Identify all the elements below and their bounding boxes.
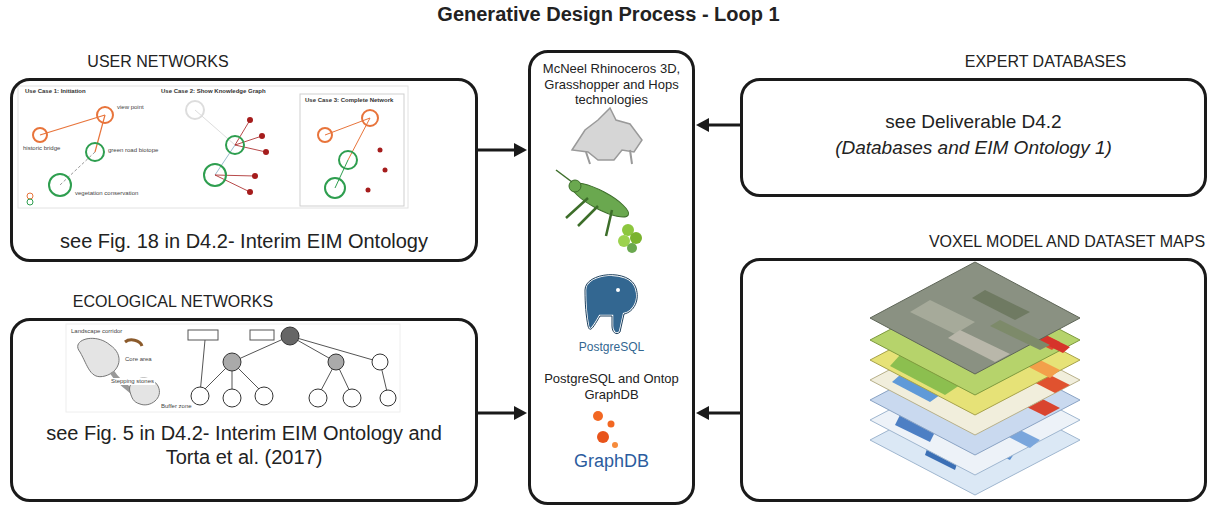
ecological-network-figure <box>66 324 400 412</box>
logo-text: GraphDB <box>537 451 686 473</box>
figure-label: Use Case 3: Complete Network <box>304 97 394 104</box>
rhino-icon <box>572 108 642 164</box>
figure-label: Core area <box>124 356 153 363</box>
figure-label: Use Case 2: Show Knowledge Graph <box>160 88 267 95</box>
panel-note: see Deliverable D4.2 <box>747 111 1200 134</box>
technology-text: McNeel Rhinoceros 3D, Grasshopper and Ho… <box>537 61 686 108</box>
flow-arrow <box>478 143 527 157</box>
user-network-figure <box>18 86 408 208</box>
figure-label: view point <box>116 104 145 111</box>
postgresql-icon <box>585 275 637 334</box>
figure-label: Stepping stones <box>110 378 155 385</box>
figure-label: green road biotope <box>107 147 159 154</box>
panel-note: see Fig. 5 in D4.2- Interim EIM Ontology… <box>43 421 445 469</box>
panel-note: see Fig. 18 in D4.2- Interim EIM Ontolog… <box>17 229 471 253</box>
panel-heading: VOXEL MODEL AND DATASET MAPS <box>928 232 1206 251</box>
voxel-layers <box>870 262 1080 495</box>
flow-arrow <box>478 406 527 420</box>
panel-heading: ECOLOGICAL NETWORKS <box>43 292 303 311</box>
technology-text: PostgreSQL and Ontop GraphDB <box>541 371 682 402</box>
figure-label: Use Case 1: Initiation <box>24 88 87 95</box>
figure-label: Buffer zone <box>160 403 193 410</box>
grasshopper-icon <box>556 170 642 253</box>
flow-arrow <box>696 118 740 132</box>
logo-text: PostgreSQL <box>537 340 686 354</box>
figure-label: vegetation conservation <box>74 190 139 197</box>
input-panel: VOXEL MODEL AND DATASET MAPS <box>740 258 1207 502</box>
input-panel: EXPERT DATABASESsee Deliverable D4.2(Dat… <box>740 78 1207 197</box>
flow-arrow <box>696 406 740 420</box>
diagram-title: Generative Design Process - Loop 1 <box>0 3 1217 26</box>
figure-label: historic bridge <box>22 145 61 152</box>
technology-box: McNeel Rhinoceros 3D, Grasshopper and Ho… <box>528 50 695 505</box>
figure-label: Landscape corridor <box>70 328 123 335</box>
panel-note: (Databases and EIM Ontology 1) <box>747 137 1200 160</box>
panel-heading: USER NETWORKS <box>53 52 263 71</box>
panel-heading: EXPERT DATABASES <box>943 52 1148 71</box>
graphdb-icon <box>593 411 618 448</box>
input-panel: ECOLOGICAL NETWORKSsee Fig. 5 in D4.2- I… <box>10 318 478 502</box>
input-panel: USER NETWORKSsee Fig. 18 in D4.2- Interi… <box>10 78 478 262</box>
